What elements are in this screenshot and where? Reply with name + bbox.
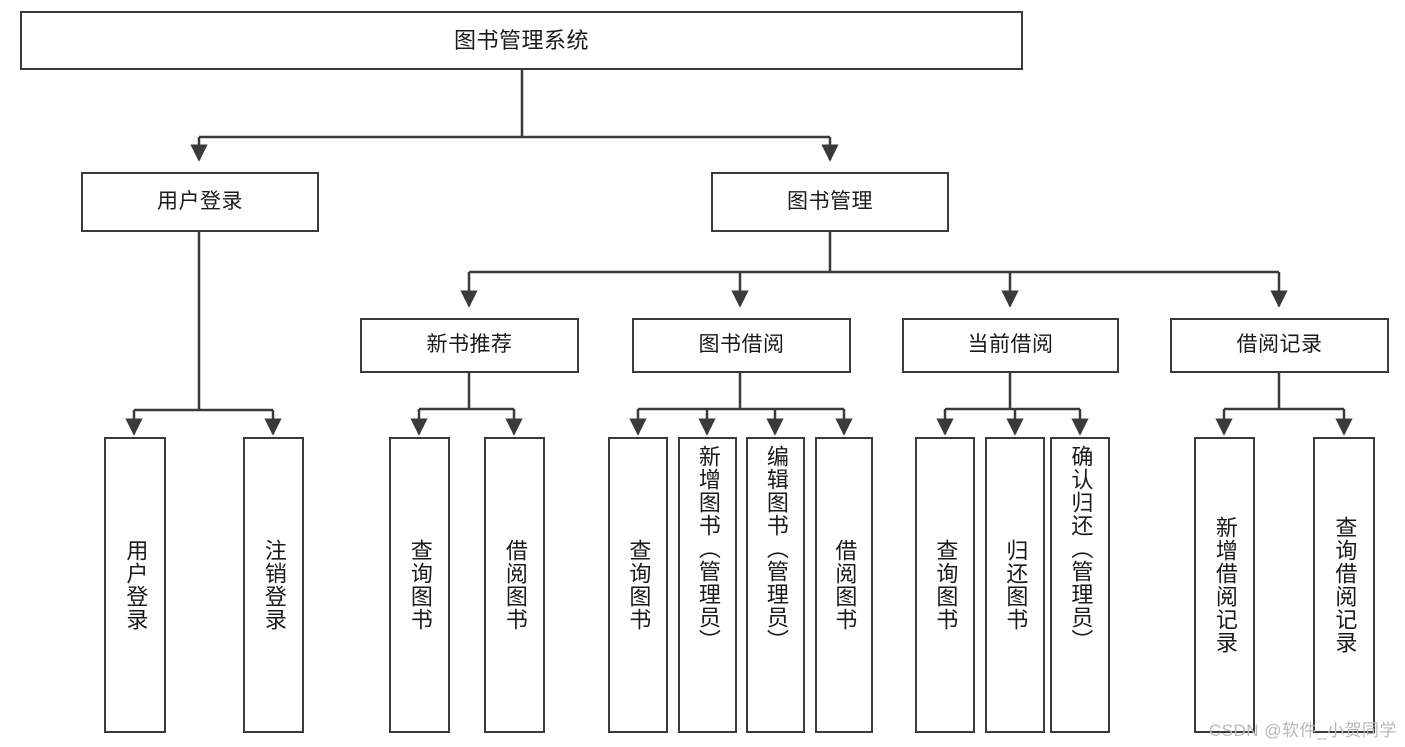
- node-user-login-label: 用户登录: [157, 189, 243, 213]
- leaf-borrow-book-2[interactable]: 借阅图书: [815, 437, 873, 733]
- leaf-query-book-3[interactable]: 查询图书: [915, 437, 975, 733]
- leaf-query-book-1[interactable]: 查询图书: [389, 437, 450, 733]
- node-new-book-recommend[interactable]: 新书推荐: [360, 318, 579, 373]
- leaf-return-book[interactable]: 归还图书: [985, 437, 1045, 733]
- leaf-user-login[interactable]: 用户登录: [104, 437, 166, 733]
- leaf-logout-label: 注销登录: [261, 539, 287, 631]
- node-borrow-record[interactable]: 借阅记录: [1170, 318, 1389, 373]
- leaf-borrow-book-2-label: 借阅图书: [832, 539, 858, 631]
- node-root[interactable]: 图书管理系统: [20, 11, 1023, 70]
- leaf-query-book-3-label: 查询图书: [933, 539, 959, 631]
- leaf-borrow-book-1[interactable]: 借阅图书: [484, 437, 545, 733]
- leaf-query-book-1-label: 查询图书: [407, 539, 433, 631]
- leaf-return-book-label: 归还图书: [1003, 539, 1029, 631]
- leaf-borrow-book-1-label: 借阅图书: [502, 539, 528, 631]
- leaf-query-record[interactable]: 查询借阅记录: [1313, 437, 1375, 733]
- leaf-confirm-return-label: 确认归还（管理员）: [1068, 445, 1094, 652]
- leaf-query-record-label: 查询借阅记录: [1332, 516, 1358, 654]
- leaf-add-record-label: 新增借阅记录: [1212, 516, 1238, 654]
- node-book-borrow-label: 图书借阅: [698, 333, 785, 357]
- watermark: CSDN @软件_小贺同学: [1208, 721, 1397, 740]
- node-current-borrow-label: 当前借阅: [967, 333, 1054, 357]
- leaf-query-book-2-label: 查询图书: [626, 539, 652, 631]
- node-current-borrow[interactable]: 当前借阅: [902, 318, 1119, 373]
- node-borrow-record-label: 借阅记录: [1236, 333, 1323, 357]
- leaf-edit-book[interactable]: 编辑图书（管理员）: [746, 437, 805, 733]
- node-book-manage-label: 图书管理: [787, 189, 873, 213]
- leaf-logout[interactable]: 注销登录: [243, 437, 304, 733]
- node-root-label: 图书管理系统: [453, 27, 589, 53]
- leaf-confirm-return[interactable]: 确认归还（管理员）: [1050, 437, 1110, 733]
- node-book-manage[interactable]: 图书管理: [711, 172, 949, 232]
- leaf-add-book-label: 新增图书（管理员）: [695, 445, 721, 652]
- node-user-login[interactable]: 用户登录: [81, 172, 319, 232]
- node-book-borrow[interactable]: 图书借阅: [632, 318, 851, 373]
- leaf-edit-book-label: 编辑图书（管理员）: [763, 445, 789, 652]
- leaf-user-login-label: 用户登录: [123, 539, 149, 631]
- node-new-book-recommend-label: 新书推荐: [426, 333, 513, 357]
- leaf-query-book-2[interactable]: 查询图书: [608, 437, 668, 733]
- leaf-add-record[interactable]: 新增借阅记录: [1194, 437, 1255, 733]
- leaf-add-book[interactable]: 新增图书（管理员）: [678, 437, 737, 733]
